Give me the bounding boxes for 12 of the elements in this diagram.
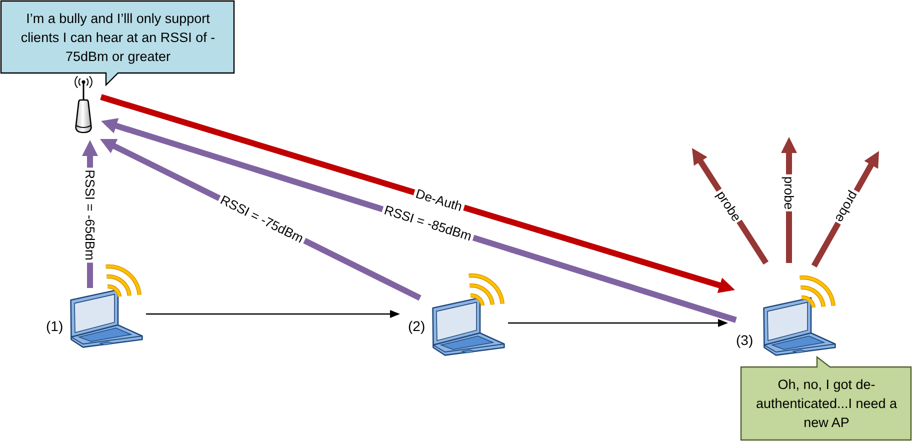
edge-label: probe xyxy=(782,174,796,212)
step-number: (1) xyxy=(46,318,64,334)
arrow xyxy=(146,310,400,318)
bubble-text: Oh, no, I got de- authenticated...I need a new AP xyxy=(754,376,898,432)
step-number: (2) xyxy=(408,318,426,334)
arrow xyxy=(100,94,735,293)
bubble-text: I’m a bully and I’lll only support clients I can hear at an RSSI of - 75dBm or greater xyxy=(20,10,216,66)
step-number: (3) xyxy=(736,332,754,348)
arrow xyxy=(508,319,728,327)
edge-label: RSSI = -65dBm xyxy=(82,168,98,263)
speech-bubble xyxy=(740,356,913,442)
speech-bubble xyxy=(0,0,236,86)
